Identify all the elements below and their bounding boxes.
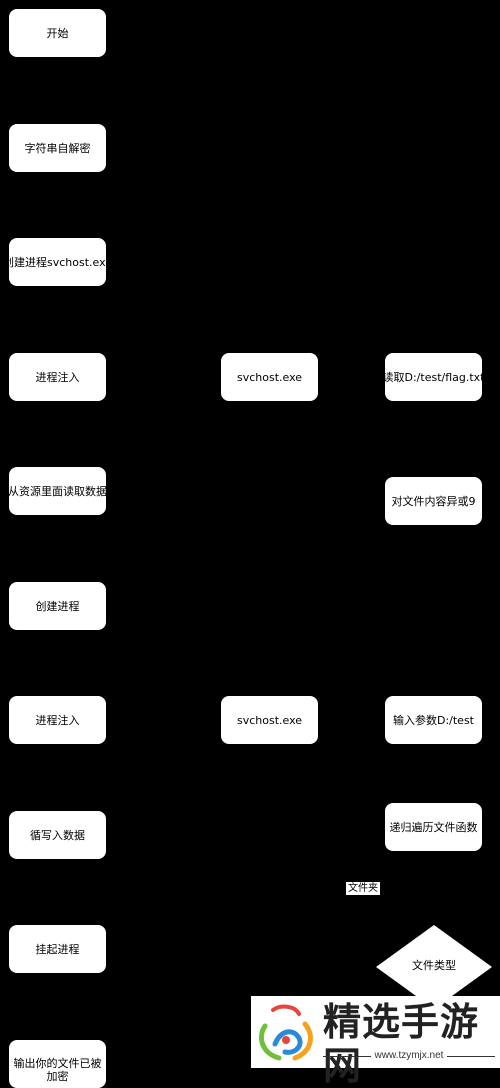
edge-label-folder: 文件夹 <box>346 882 380 895</box>
node-recursive-traverse: 递归遍历文件函数 <box>385 803 482 851</box>
node-string-decrypt: 字符串自解密 <box>9 124 106 172</box>
node-input-param: 输入参数D:/test <box>385 696 482 744</box>
node-read-flag: 读取D:/test/flag.txt <box>385 353 482 401</box>
decision-file-type-label: 文件类型 <box>412 959 456 972</box>
node-suspend-process: 挂起进程 <box>9 925 106 973</box>
watermark-logo-icon <box>259 1004 313 1061</box>
node-xor-content: 对文件内容异或9 <box>385 477 482 525</box>
node-read-resource: 从资源里面读取数据 <box>9 467 106 515</box>
watermark-title: 精选手游网 <box>323 1000 480 1088</box>
decision-file-type: 文件类型 <box>376 925 492 1009</box>
watermark-rule-left <box>323 1055 371 1057</box>
decision-diamond-shape <box>376 925 492 1009</box>
watermark-rule-right <box>447 1055 495 1057</box>
node-inject-2: 进程注入 <box>9 696 106 744</box>
watermark: 精选手游网 www.tzymjx.net <box>251 996 500 1088</box>
watermark-url-row: www.tzymjx.net <box>323 1050 495 1062</box>
node-create-svchost: 创建进程svchost.exe <box>9 238 106 286</box>
node-create-process: 创建进程 <box>9 582 106 630</box>
watermark-url: www.tzymjx.net <box>374 1050 444 1061</box>
node-start: 开始 <box>9 9 106 57</box>
node-loop-write: 循写入数据 <box>9 811 106 859</box>
node-inject-1: 进程注入 <box>9 353 106 401</box>
node-svchost-2: svchost.exe <box>221 696 318 744</box>
node-svchost-1: svchost.exe <box>221 353 318 401</box>
node-output-encrypted: 输出你的文件已被加密 <box>9 1040 106 1088</box>
